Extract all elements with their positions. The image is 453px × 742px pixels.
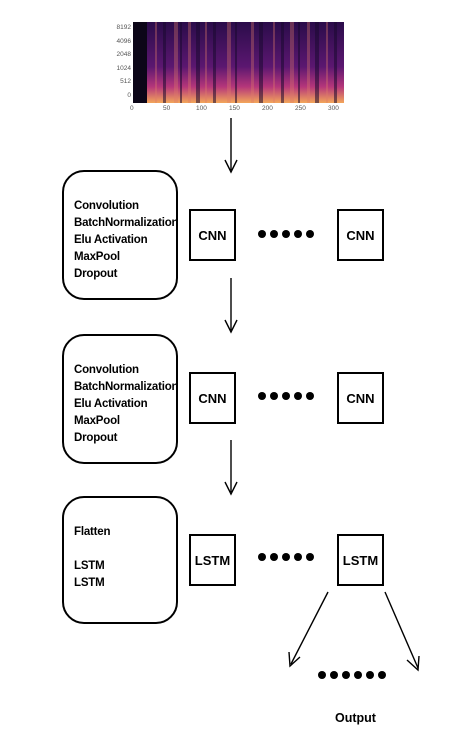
ellipsis-dot: [270, 230, 278, 238]
ellipsis-dot: [306, 553, 314, 561]
ellipsis-dot: [378, 671, 386, 679]
ellipsis-dot: [270, 392, 278, 400]
ellipsis-dot: [258, 553, 266, 561]
spectrogram-y-tick-label: 0: [127, 91, 131, 99]
stage-2-line-1: Convolution: [74, 364, 139, 376]
spectrogram-image: [133, 22, 344, 103]
stage-2-cnn-block: CNN: [189, 372, 236, 424]
stage-3-lstm-block-last: LSTM: [337, 534, 384, 586]
stage-2-ellipsis: [258, 392, 314, 400]
ellipsis-dot: [366, 671, 374, 679]
ellipsis-dot: [294, 392, 302, 400]
spectrogram-x-tick-label: 50: [163, 105, 171, 112]
ellipsis-dot: [342, 671, 350, 679]
spectrogram-x-tick-label: 200: [262, 105, 273, 112]
arrow-lstm-left: [290, 591, 329, 665]
spectrogram-x-tick-label: 100: [196, 105, 207, 112]
spectrogram-x-tick-label: 0: [130, 105, 134, 112]
ellipsis-dot: [354, 671, 362, 679]
arrow-lstm-right: [384, 591, 419, 669]
ellipsis-dot: [270, 553, 278, 561]
output-ellipsis: [318, 671, 386, 679]
ellipsis-dot: [306, 230, 314, 238]
spectrogram-y-tick-label: 512: [120, 78, 131, 85]
ellipsis-dot: [282, 392, 290, 400]
stage-3-line-1: Flatten: [74, 526, 111, 538]
spectrogram-y-tick-label: 4096: [116, 37, 131, 45]
stage-2-line-5: Dropout: [74, 432, 118, 444]
ellipsis-dot: [330, 671, 338, 679]
stage-3-description: Flatten LSTM LSTM: [62, 496, 178, 624]
stage-2-line-3: Elu Activation: [74, 398, 148, 410]
stage-2-line-4: MaxPool: [74, 415, 120, 427]
spectrogram-x-tick-label: 300: [328, 105, 339, 112]
stage-2-cnn-block-last: CNN: [337, 372, 384, 424]
stage-3-ellipsis: [258, 553, 314, 561]
stage-1-cnn-block: CNN: [189, 209, 236, 261]
spectrogram-y-tick-label: 2048: [116, 51, 131, 58]
stage-1-line-4: MaxPool: [74, 251, 120, 263]
spectrogram-y-tick-label: 1024: [116, 64, 131, 72]
ellipsis-dot: [282, 553, 290, 561]
stage-1-line-3: Elu Activation: [74, 234, 148, 246]
stage-1-line-1: Convolution: [74, 200, 139, 212]
ellipsis-dot: [294, 553, 302, 561]
ellipsis-dot: [294, 230, 302, 238]
ellipsis-dot: [258, 392, 266, 400]
ellipsis-dot: [282, 230, 290, 238]
spectrogram-x-tick-label: 250: [295, 105, 306, 112]
stage-1-line-5: Dropout: [74, 268, 118, 280]
spectrogram-x-axis: 0 50 100 150 200 250 300: [130, 104, 344, 116]
stage-3-line-3: LSTM: [74, 560, 105, 572]
stage-2-description: Convolution BatchNormalization Elu Activ…: [62, 334, 179, 464]
stage-3-line-4: LSTM: [74, 577, 105, 589]
spectrogram-y-tick-label: 8192: [116, 24, 131, 31]
stage-3-lstm-block: LSTM: [189, 534, 236, 586]
spectrogram-x-tick-label: 150: [229, 105, 240, 112]
ellipsis-dot: [258, 230, 266, 238]
ellipsis-dot: [318, 671, 326, 679]
stage-1-description: Convolution BatchNormalization Elu Activ…: [62, 170, 179, 300]
stage-2-line-2: BatchNormalization: [74, 381, 179, 393]
stage-1-cnn-block-last: CNN: [337, 209, 384, 261]
ellipsis-dot: [306, 392, 314, 400]
output-label: Output: [335, 711, 376, 725]
spectrogram: [133, 22, 344, 103]
stage-1-ellipsis: [258, 230, 314, 238]
spectrogram-y-axis: 8192 4096 2048 1024 512 0: [112, 22, 132, 103]
stage-1-line-2: BatchNormalization: [74, 217, 179, 229]
